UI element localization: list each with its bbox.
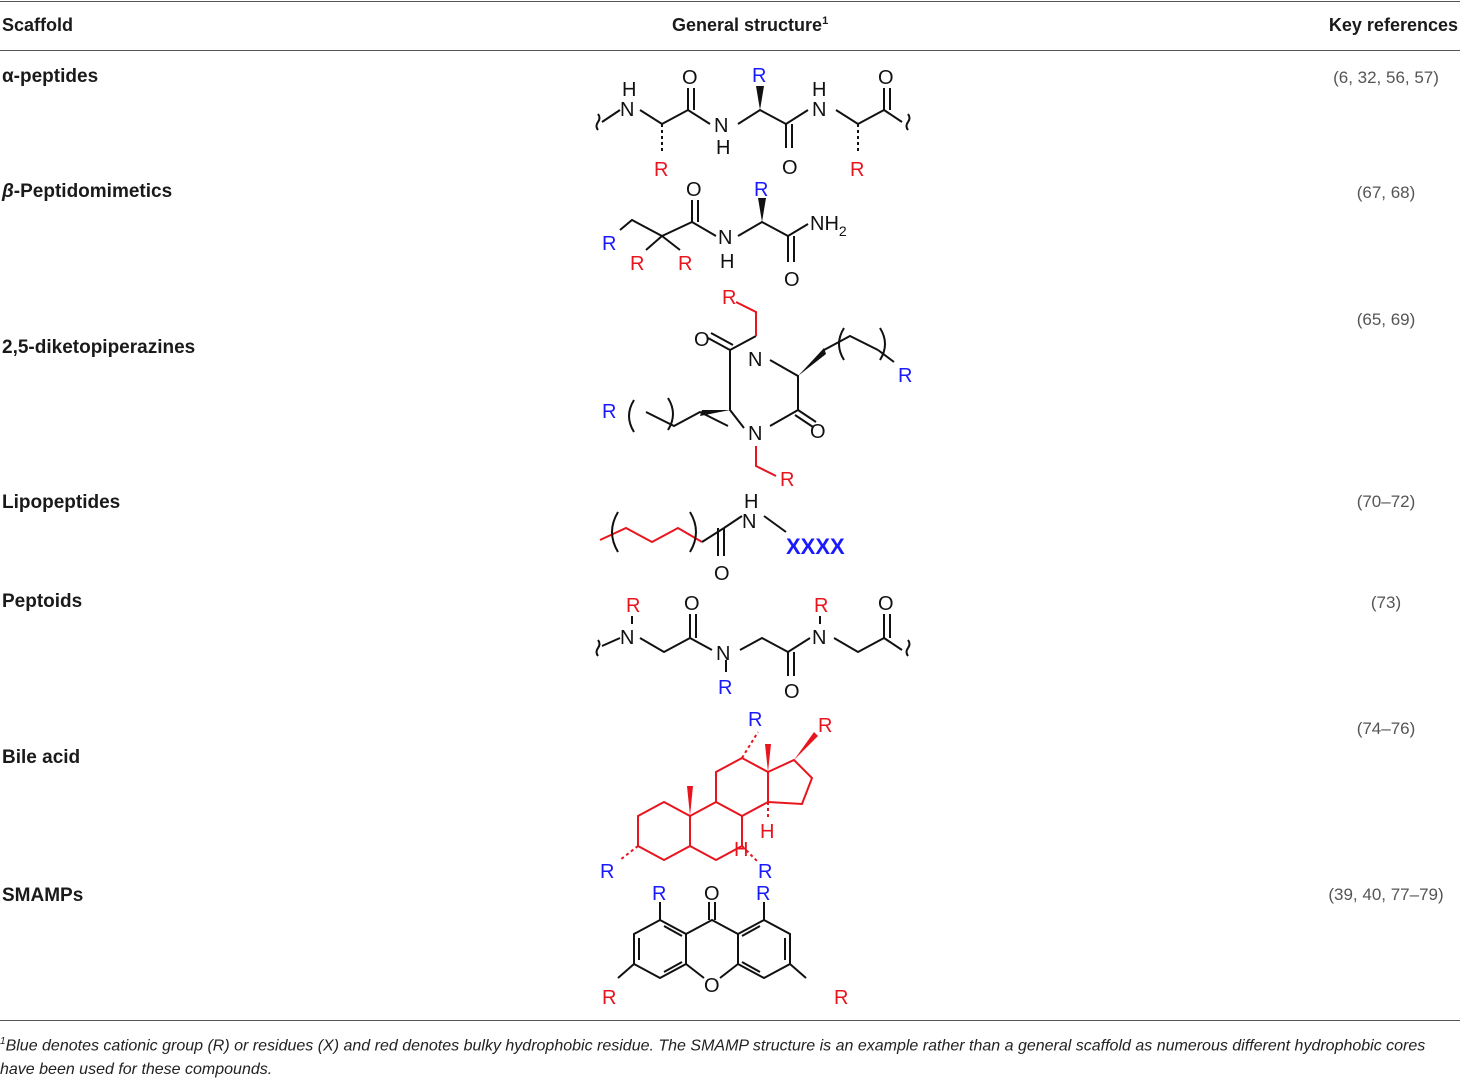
label-r-hydrophobic: R — [722, 290, 736, 309]
label-o: O — [686, 179, 702, 201]
label-h: H — [760, 821, 774, 843]
label-o: O — [714, 563, 730, 585]
label-r-cationic: R — [748, 709, 762, 731]
label-r-cationic: R — [602, 233, 616, 255]
label-n: N — [748, 349, 762, 371]
header-structure-sup: 1 — [822, 15, 829, 27]
structure-bile-acid: H H R R R R — [600, 709, 832, 883]
footnote-text: Blue denotes cationic group (R) or resid… — [0, 1037, 1426, 1079]
label-o: O — [704, 975, 720, 997]
structure-diketopiperazines: N O N O R R R R — [602, 290, 912, 490]
header-refs: Key references — [1328, 15, 1458, 35]
label-n: N — [748, 423, 762, 445]
row-name-smamps: SMAMPs — [2, 885, 84, 906]
label-h: H — [716, 137, 730, 159]
row-name-peptoids: Peptoids — [2, 591, 83, 612]
label-r-cationic: R — [602, 401, 616, 423]
structure-alpha-peptides: H N O N H O H N O R R R — [595, 65, 911, 181]
label-o: O — [704, 883, 720, 905]
label-r-hydrophobic: R — [678, 253, 692, 275]
label-r-hydrophobic: R — [814, 595, 828, 617]
label-r-hydrophobic: R — [850, 159, 864, 181]
label-r-hydrophobic: R — [654, 159, 668, 181]
label-o: O — [682, 67, 698, 89]
header-rule — [0, 50, 1460, 51]
row-name-diketopiperazines: 2,5-diketopiperazines — [2, 337, 196, 358]
row-refs-diketopiperazines: (65, 69) — [1356, 310, 1416, 329]
row-refs-bile-acid: (74–76) — [1356, 719, 1416, 738]
row-refs-lipopeptides: (70–72) — [1356, 492, 1416, 511]
label-r-hydrophobic: R — [834, 987, 848, 1009]
structure-peptoids: N O N O N O R R R — [595, 593, 911, 703]
label-h: H — [720, 251, 734, 273]
label-n: N — [812, 99, 826, 121]
label-n: N — [620, 99, 634, 121]
footnote-sup: 1 — [0, 1036, 6, 1047]
header-structure-label: General structure — [672, 15, 823, 35]
label-r-cationic: R — [756, 883, 770, 905]
label-nh2: NH2 — [810, 213, 847, 239]
label-n: N — [718, 227, 732, 249]
row-refs-alpha-peptides: (6, 32, 56, 57) — [1333, 68, 1439, 87]
top-rule — [0, 1, 1460, 2]
label-r-hydrophobic: R — [626, 595, 640, 617]
label-xxxx: XXXX — [786, 534, 845, 559]
label-o: O — [782, 157, 798, 179]
structure-smamps: O O R R R R — [602, 883, 848, 1009]
label-o: O — [878, 67, 894, 89]
label-h: H — [812, 79, 826, 101]
label-o: O — [694, 329, 710, 351]
label-o: O — [810, 421, 826, 443]
label-o: O — [878, 593, 894, 615]
bottom-rule — [0, 1020, 1460, 1021]
label-nh2-sub: 2 — [839, 223, 847, 239]
label-n: N — [812, 627, 826, 649]
structure-lipopeptides: H N O XXXX — [599, 491, 845, 585]
row-refs-peptoids: (73) — [1370, 593, 1402, 612]
label-o: O — [684, 593, 700, 615]
label-nh2-main: NH — [810, 213, 839, 235]
label-r-hydrophobic: R — [630, 253, 644, 275]
row-name-beta-peptidomimetics: β-Peptidomimetics — [2, 181, 173, 202]
row-name-lipopeptides: Lipopeptides — [2, 492, 121, 513]
row-name-alpha-peptides: α-peptides — [2, 66, 99, 87]
label-n: N — [714, 115, 728, 137]
row-name-bile-acid: Bile acid — [2, 747, 81, 768]
header-structure: General structure1 — [672, 15, 828, 36]
label-r-hydrophobic: R — [780, 469, 794, 490]
label-r-cationic: R — [758, 861, 772, 883]
label-r-cationic: R — [652, 883, 666, 905]
label-r-cationic: R — [718, 677, 732, 699]
label-o: O — [784, 681, 800, 703]
label-r-cationic: R — [600, 861, 614, 883]
label-o: O — [784, 269, 800, 291]
label-h: H — [622, 79, 636, 101]
label-r-cationic: R — [898, 365, 912, 387]
row-refs-beta-peptidomimetics: (67, 68) — [1356, 183, 1416, 202]
label-r-cationic: R — [752, 65, 766, 87]
structure-beta-peptidomimetics: O N H O NH2 R R R R — [602, 179, 847, 291]
label-n: N — [620, 627, 634, 649]
row-refs-smamps: (39, 40, 77–79) — [1328, 885, 1444, 904]
label-n: N — [716, 643, 730, 665]
label-r-hydrophobic: R — [818, 715, 832, 737]
label-h: H — [734, 839, 748, 861]
label-r-hydrophobic: R — [602, 987, 616, 1009]
footnote: 1Blue denotes cationic group (R) or resi… — [0, 1030, 1460, 1082]
header-scaffold: Scaffold — [2, 15, 74, 35]
label-n: N — [742, 511, 756, 533]
label-h: H — [744, 491, 758, 513]
label-r-cationic: R — [754, 179, 768, 201]
